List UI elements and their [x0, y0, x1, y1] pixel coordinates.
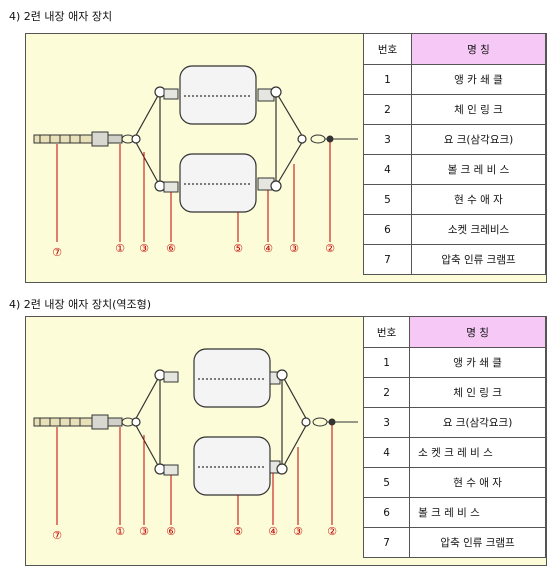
- callout-7: ⑦: [52, 529, 62, 542]
- row-number: 7: [363, 244, 412, 275]
- leader-lines: [56, 142, 331, 242]
- right-yoke-part: [276, 369, 311, 475]
- row-number: 2: [362, 377, 411, 408]
- row-number: 4: [363, 154, 412, 185]
- table-header-row: 번호 명 칭: [362, 316, 546, 348]
- row-name: 요 크(삼각요크): [409, 407, 546, 438]
- row-number: 5: [362, 467, 411, 498]
- header-number: 번호: [362, 316, 411, 348]
- row-name: 압축 인류 크램프: [411, 244, 546, 275]
- insulator-part: [179, 65, 257, 213]
- header-name: 명 칭: [409, 316, 546, 348]
- chain-link-part: [312, 417, 358, 427]
- row-name: 현 수 애 자: [409, 467, 546, 498]
- row-name: 소켓 크레비스: [411, 214, 546, 245]
- right-yoke-part: [270, 86, 307, 192]
- callout-2: ②: [325, 242, 335, 255]
- callout-3-right: ③: [289, 242, 299, 255]
- row-name: 앵 카 쇄 클: [411, 64, 546, 95]
- table-header-row: 번호 명 칭: [363, 33, 546, 65]
- section-1-title: 4) 2련 내장 애자 장치: [9, 10, 113, 23]
- row-name: 현 수 애 자: [411, 184, 546, 215]
- row-number: 1: [363, 64, 412, 95]
- callout-6: ⑥: [166, 525, 176, 538]
- callout-2: ②: [327, 525, 337, 538]
- left-clevis-part: [163, 371, 179, 476]
- row-name: 소 켓 크 레 비 스: [409, 437, 546, 468]
- row-number: 3: [363, 124, 412, 155]
- callout-labels: ⑦ ① ③ ⑥ ⑤ ④ ③ ②: [52, 242, 335, 259]
- callout-1: ①: [115, 525, 125, 538]
- callout-5: ⑤: [233, 525, 243, 538]
- left-clevis-part: [163, 88, 179, 193]
- row-number: 7: [362, 527, 411, 558]
- row-number: 5: [363, 184, 412, 215]
- callout-4: ④: [268, 525, 278, 538]
- chain-link-part: [310, 134, 358, 144]
- row-name: 체 인 링 크: [411, 94, 546, 125]
- row-number: 3: [362, 407, 411, 438]
- callout-labels: ⑦ ① ③ ⑥ ⑤ ④ ③ ②: [52, 525, 337, 542]
- row-number: 1: [362, 347, 411, 378]
- row-name: 볼 크 레 비 스: [411, 154, 546, 185]
- row-name: 체 인 링 크: [409, 377, 546, 408]
- callout-3-right: ③: [293, 525, 303, 538]
- left-yoke-part: [131, 369, 166, 475]
- compression-clamp-part: [33, 131, 123, 147]
- row-number: 4: [362, 437, 411, 468]
- row-name: 요 크(삼각요크): [411, 124, 546, 155]
- insulator-part: [193, 348, 271, 496]
- row-name: 앵 카 쇄 클: [409, 347, 546, 378]
- callout-3-left: ③: [139, 242, 149, 255]
- callout-6: ⑥: [166, 242, 176, 255]
- row-number: 6: [362, 497, 411, 528]
- right-clevis-part: [257, 88, 275, 191]
- row-number: 2: [363, 94, 412, 125]
- callout-3-left: ③: [139, 525, 149, 538]
- header-name: 명 칭: [411, 33, 546, 65]
- row-name: 압축 인류 크램프: [409, 527, 546, 558]
- callout-4: ④: [263, 242, 273, 255]
- row-name: 볼 크 레 비 스: [409, 497, 546, 528]
- section-2-diagram: ⑦ ① ③ ⑥ ⑤ ④ ③ ②: [33, 348, 358, 542]
- row-number: 6: [363, 214, 412, 245]
- header-number: 번호: [363, 33, 412, 65]
- compression-clamp-part: [33, 414, 123, 430]
- section-2-title: 4) 2련 내장 애자 장치(역조형): [9, 298, 152, 311]
- left-yoke-part: [131, 86, 166, 192]
- leader-lines: [56, 425, 333, 525]
- callout-5: ⑤: [233, 242, 243, 255]
- section-1-diagram: ⑦ ① ③ ⑥ ⑤ ④ ③ ②: [33, 65, 358, 259]
- callout-7: ⑦: [52, 246, 62, 259]
- right-clevis-part: [269, 371, 281, 474]
- callout-1: ①: [115, 242, 125, 255]
